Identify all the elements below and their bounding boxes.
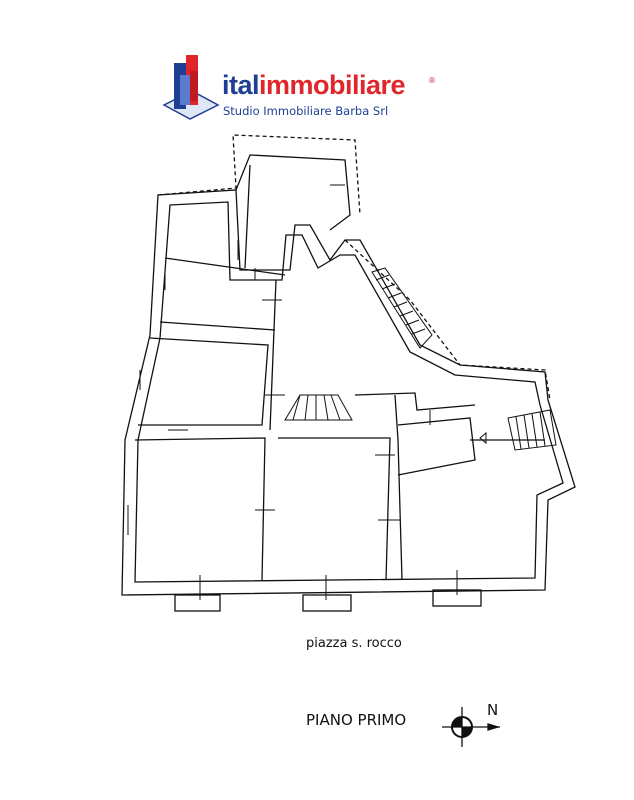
arrow-mark-icon [479,431,487,445]
registered-mark: ® [428,76,436,85]
floor-label: PIANO PRIMO [306,711,407,729]
dashed-boundary [157,134,551,401]
staircase-central [284,394,353,421]
brand-name: italimmobiliare [222,70,406,101]
interior-walls [134,154,545,581]
door-marks [127,184,458,600]
logo-building-icon [162,55,220,120]
staircase-upper [371,267,433,349]
north-compass-icon [442,707,501,747]
street-label: piazza s. rocco [306,636,402,651]
brand-part-1: ital [222,70,260,100]
staircase-right [507,409,557,451]
brand-subtitle: Studio Immobiliare Barba Srl [223,104,389,118]
outer-walls [121,189,576,596]
brand-part-2: immobiliare [259,70,406,100]
north-label: N [487,701,499,719]
